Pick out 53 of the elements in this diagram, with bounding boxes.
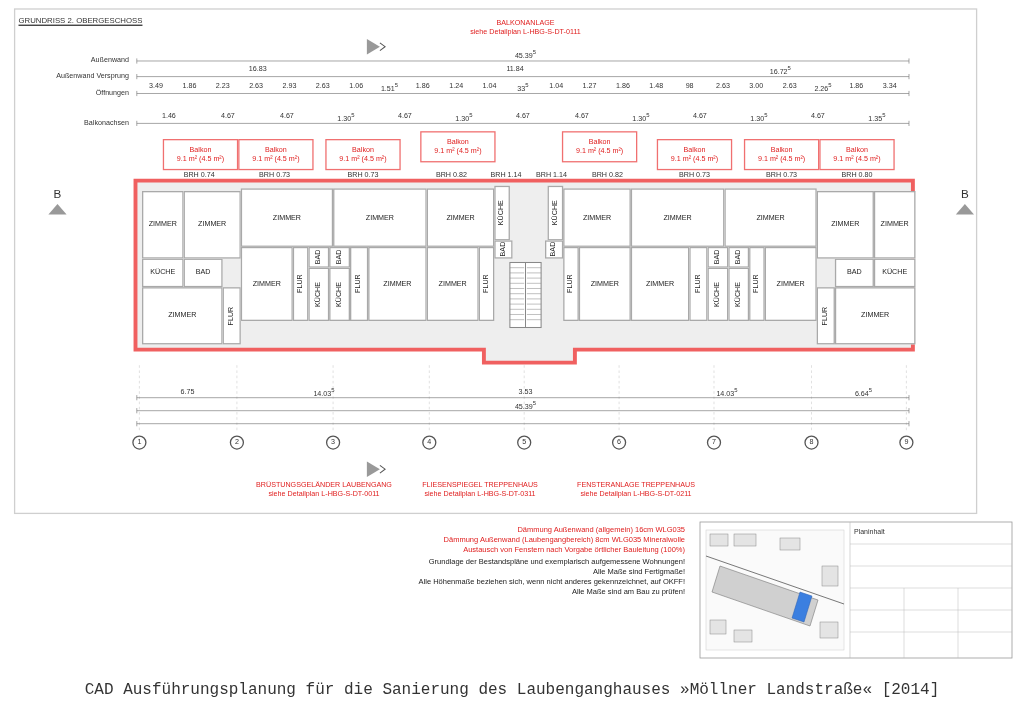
room-outline [350, 246, 369, 321]
balcony-outline [238, 139, 314, 171]
room-outline [494, 240, 513, 259]
caption-text: CAD Ausführungsplanung für die Sanierung des Laubenganghauses »Möllner Landstraße« [2014] [84, 682, 940, 698]
room-outline [707, 267, 729, 321]
room-outline [873, 191, 916, 259]
room-outline [764, 246, 817, 321]
room-outline [816, 191, 874, 259]
room-outline [292, 246, 309, 321]
room-outline [630, 246, 690, 321]
room-outline [630, 188, 725, 247]
room-outline [329, 267, 350, 321]
section-label: B [961, 188, 969, 201]
room-outline [426, 246, 479, 321]
section-label: B [53, 188, 62, 201]
room-outline [240, 246, 293, 321]
balcony-outline [656, 139, 733, 171]
room-outline [563, 246, 579, 321]
balcony-outline [819, 139, 895, 171]
room-outline [308, 267, 330, 321]
room-outline [308, 246, 330, 268]
room-outline [816, 287, 835, 345]
room-outline [834, 258, 874, 288]
room-outline [183, 258, 223, 288]
room-outline [728, 246, 750, 268]
room-outline [426, 188, 495, 247]
room-outline [333, 188, 427, 247]
balcony-outline [743, 139, 820, 171]
balcony-outline [420, 131, 496, 163]
balcony-outline [561, 131, 638, 163]
room-outline [707, 246, 729, 268]
room-outline [494, 185, 510, 241]
balcony-outline [162, 139, 239, 171]
room-outline [183, 191, 241, 259]
room-outline [873, 258, 916, 288]
room-outline [142, 191, 184, 259]
room-outline [563, 188, 631, 247]
room-outline [545, 240, 564, 259]
room-outline [368, 246, 427, 321]
room-outline [749, 246, 765, 321]
room-outline [728, 267, 750, 321]
room-outline [689, 246, 708, 321]
room-outline [329, 246, 350, 268]
balcony-outline [325, 139, 401, 171]
room-outline [240, 188, 334, 247]
room-outline [478, 246, 495, 321]
room-outline [547, 185, 564, 241]
room-outline [142, 258, 184, 288]
room-outline [724, 188, 817, 247]
room-outline [834, 287, 916, 345]
room-outline [578, 246, 631, 321]
room-outline [142, 287, 223, 345]
room-outline [222, 287, 241, 345]
